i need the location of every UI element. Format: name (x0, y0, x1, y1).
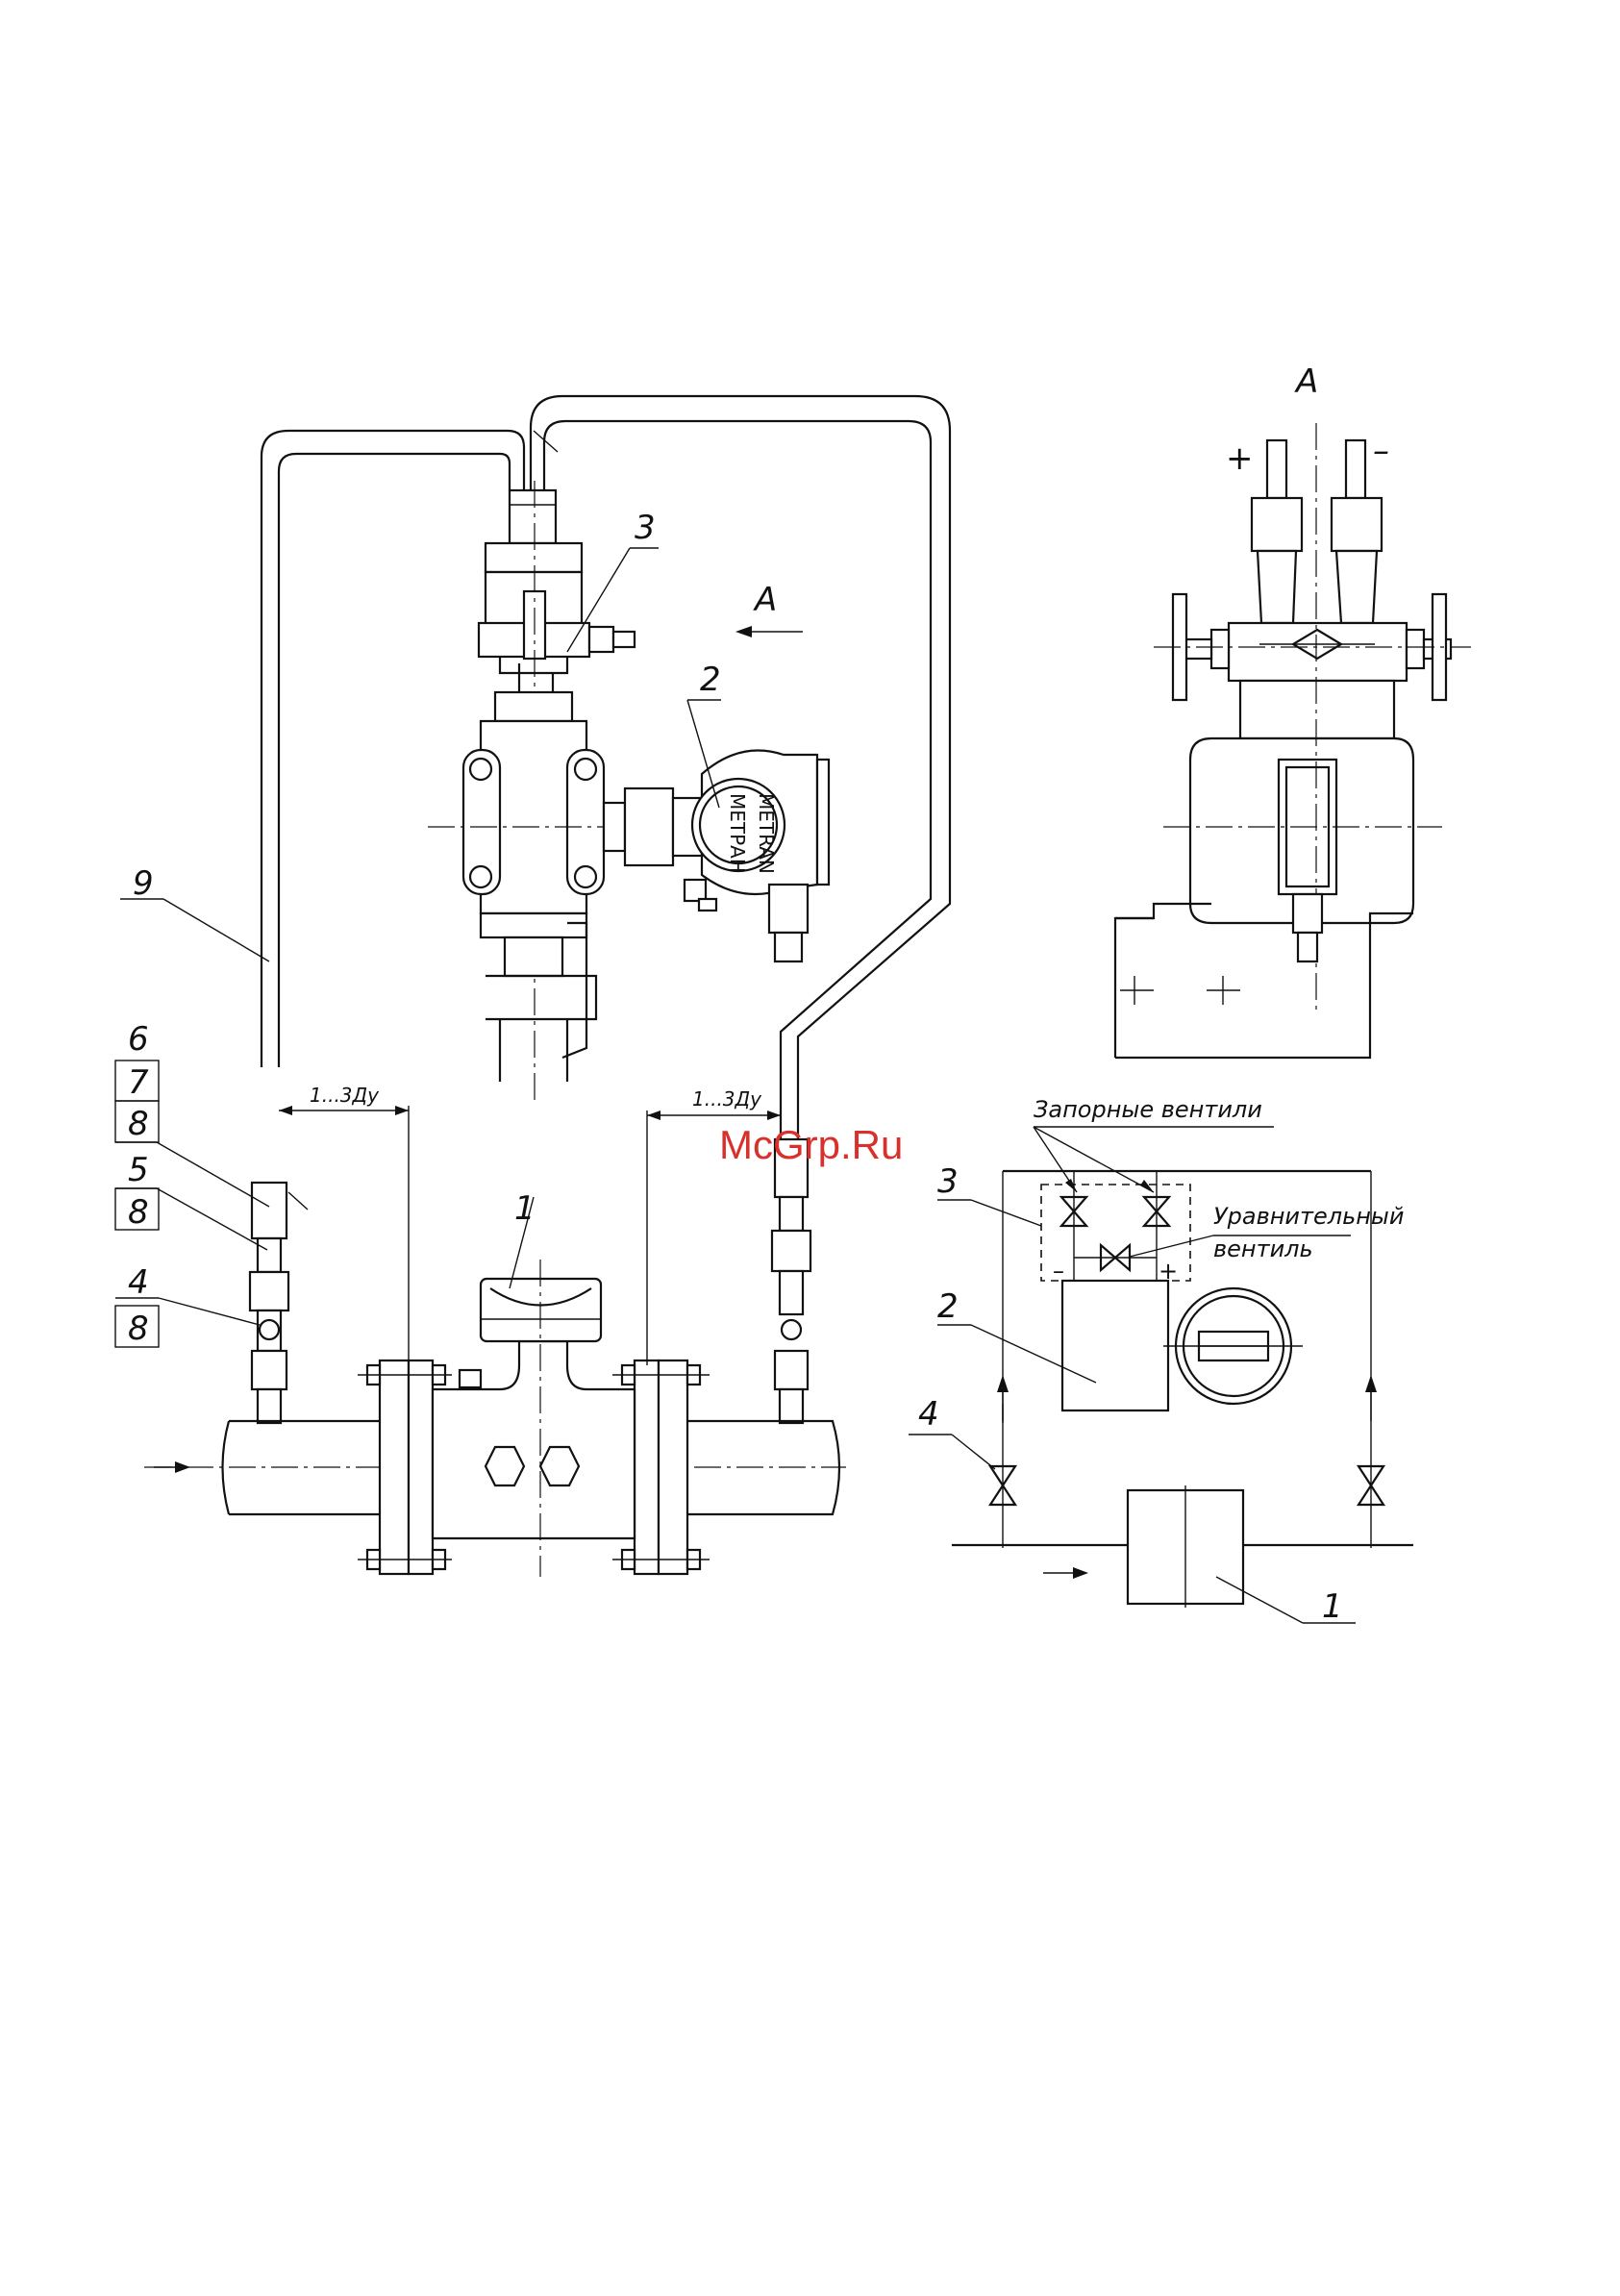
main-assembly: METRAN МЕТРАН (115, 396, 950, 1577)
view-a-plus: + (1226, 439, 1254, 478)
brand-label-cyrillic: МЕТРАН (726, 793, 749, 873)
callout-9: 9 (133, 864, 154, 903)
callout-2: 2 (700, 661, 721, 699)
left-valve-assembly (250, 1183, 288, 1423)
schematic-equalizing-label-2: вентиль (1213, 1235, 1313, 1262)
dimension-right-label: 1...3Ду (692, 1087, 762, 1111)
schematic-callout-3: 3 (937, 1162, 959, 1201)
transmitter-head: METRAN МЕТРАН (604, 751, 829, 962)
schematic-callout-2: 2 (937, 1287, 959, 1326)
watermark: McGrp.Ru (719, 1122, 903, 1167)
right-valve-assembly (772, 1139, 810, 1423)
view-arrow-label: А (753, 581, 777, 619)
flowmeter-body (433, 1260, 635, 1577)
view-arrow: А (735, 581, 803, 637)
callout-1: 1 (514, 1189, 536, 1228)
sensor-body (428, 692, 673, 1082)
callout-6: 6 (128, 1020, 149, 1059)
schematic-shutoff-label: Запорные вентили (1034, 1096, 1262, 1123)
callout-leaders (115, 548, 721, 1325)
callout-3: 3 (635, 509, 656, 547)
callout-4: 4 (128, 1263, 149, 1302)
view-a-minus: – (1373, 432, 1389, 470)
callout-8a: 8 (128, 1105, 149, 1143)
dimension-left: 1...3Ду (279, 1084, 409, 1365)
callout-8b: 8 (128, 1193, 149, 1232)
brand-label-latin: METRAN (755, 793, 778, 874)
callout-8c: 8 (128, 1310, 149, 1348)
callout-5: 5 (128, 1151, 149, 1189)
view-a-label: А (1294, 362, 1318, 401)
schematic-callout-4: 4 (918, 1395, 939, 1434)
view-a: А + – (1115, 362, 1471, 1058)
schematic-callout-1: 1 (1322, 1587, 1343, 1626)
schematic: Запорные вентили Уравнительный вентиль –… (909, 1096, 1413, 1626)
dimension-left-label: 1...3Ду (310, 1084, 380, 1107)
callout-7: 7 (128, 1063, 149, 1102)
schematic-equalizing-label-1: Уравнительный (1213, 1203, 1404, 1230)
